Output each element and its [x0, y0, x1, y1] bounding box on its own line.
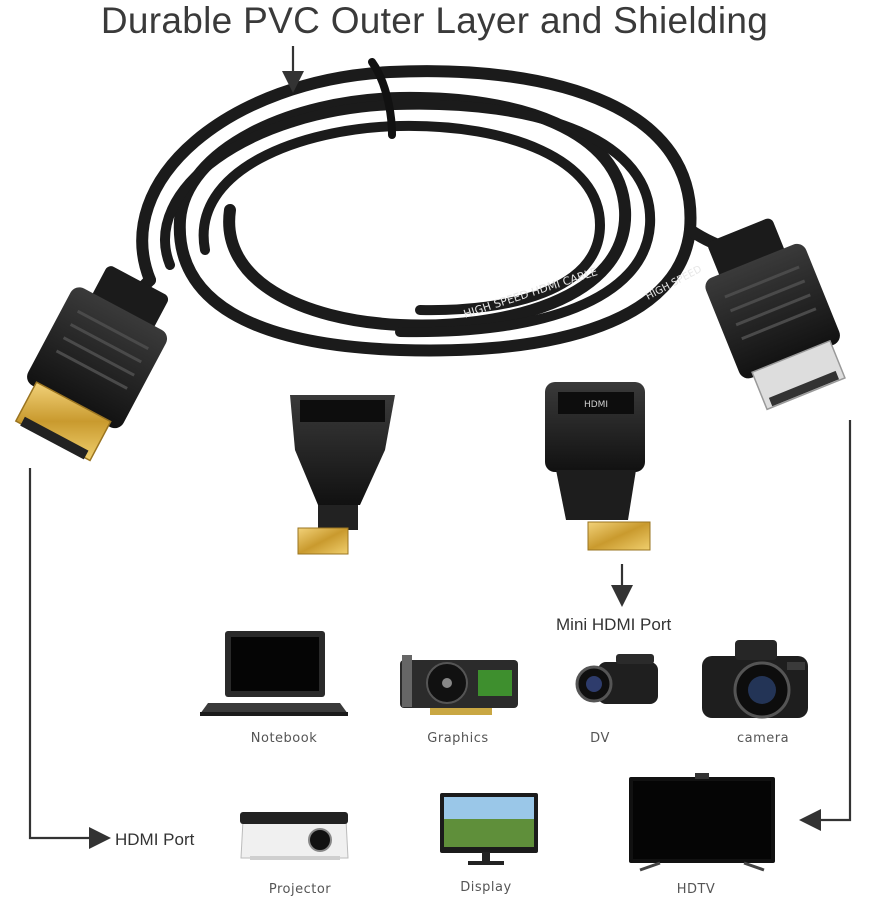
device-label-notebook: Notebook [250, 731, 318, 746]
device-label-projector: Projector [268, 882, 332, 897]
page-title: Durable PVC Outer Layer and Shielding [100, 0, 769, 41]
projector-icon [240, 812, 349, 860]
left-hdmi-plug-icon [14, 266, 169, 462]
hdmi-port-label: HDMI Port [115, 830, 195, 849]
right-hdmi-plug-icon [705, 218, 846, 411]
hdtv-icon [629, 773, 775, 872]
camcorder-icon [575, 654, 658, 704]
micro-hdmi-adapter-icon [290, 395, 395, 555]
mini-hdmi-port-label: Mini HDMI Port [556, 615, 672, 634]
hdmi-cable-icon [119, 58, 756, 357]
device-label-hdtv: HDTV [676, 882, 716, 897]
camera-icon [702, 640, 808, 719]
graphics-card-icon [400, 655, 518, 715]
device-label-graphics: Graphics [427, 731, 489, 746]
notebook-icon [200, 631, 348, 716]
device-label-dv: DV [590, 731, 610, 746]
device-label-display: Display [460, 880, 512, 895]
display-icon [440, 793, 538, 865]
hdmi-left-arrow [28, 468, 111, 849]
device-label-camera: camera [736, 731, 790, 746]
adapter-hdmi-logo: HDMI [584, 400, 608, 410]
connector-arrows [28, 46, 852, 849]
mini-hdmi-adapter-icon: HDMI [545, 382, 651, 551]
hdtv-arrow [799, 420, 852, 831]
